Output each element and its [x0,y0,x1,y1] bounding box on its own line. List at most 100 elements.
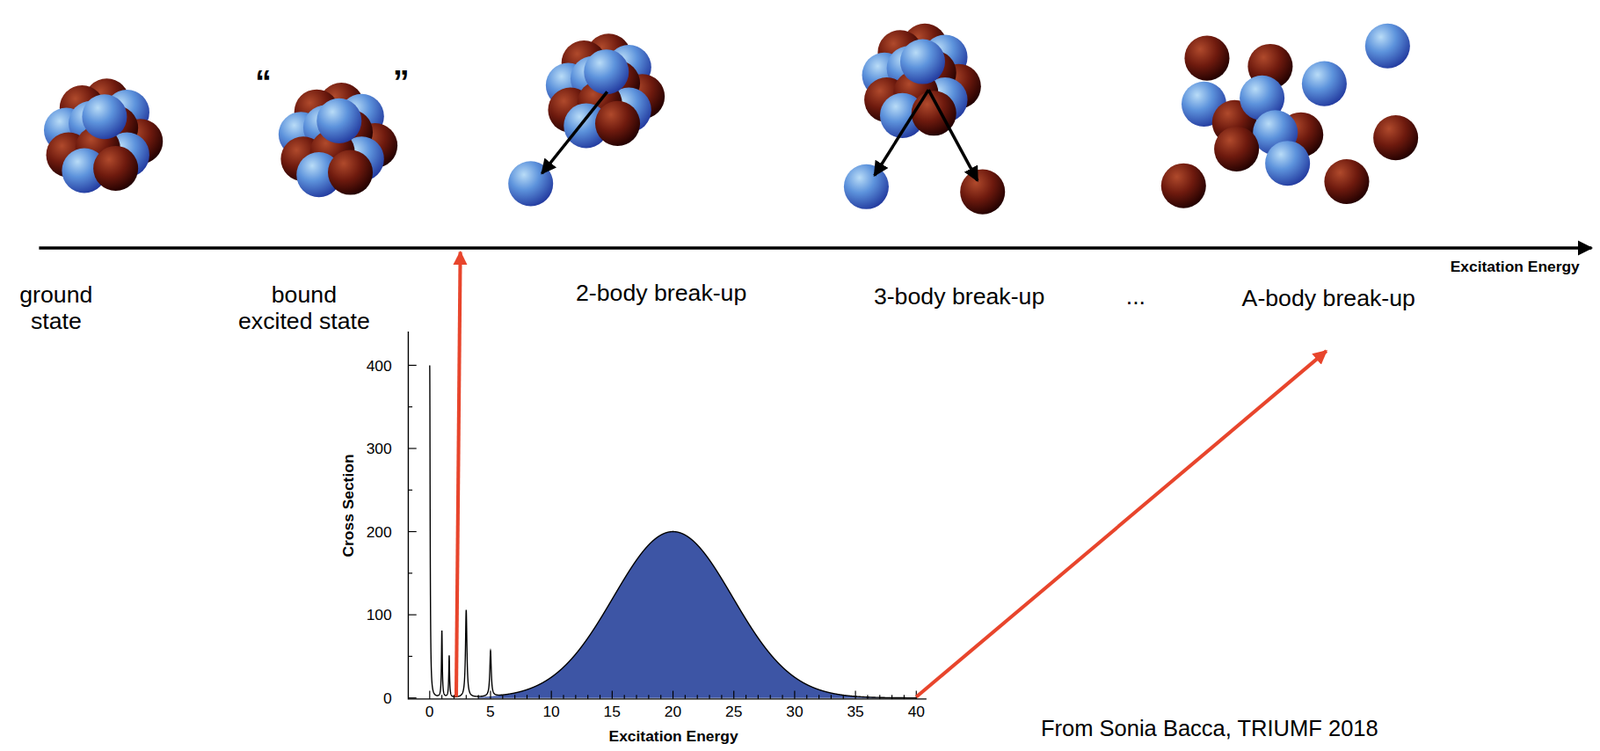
tick [818,694,820,699]
nuclei [43,23,1419,215]
nucleon [583,49,629,95]
nucleon [327,150,373,196]
tick [770,694,771,699]
tick [830,694,832,699]
axis-title: Cross Section [339,453,357,557]
tick [806,694,808,699]
tick [599,694,601,699]
tick [441,694,443,699]
tick [407,697,416,699]
tick [720,694,722,699]
nucleon [1301,61,1347,107]
nucleon [900,39,946,85]
tick-label: 100 [366,605,393,624]
tick-label: 0 [425,702,435,720]
tick [407,489,413,491]
tick [635,694,637,699]
tick [866,694,868,699]
tick [843,694,844,699]
stage-label: ground state [7,281,105,335]
nucleon [1161,163,1207,209]
tick [407,364,416,366]
tick-label: 30 [785,702,803,720]
tick [781,694,783,699]
stage-label: A-body break-up [1242,284,1416,313]
emission-arrow [874,89,929,175]
tick [733,690,735,699]
nucleon [1323,159,1369,204]
tick [891,694,893,699]
tick [903,694,905,699]
spectrum-curve [429,364,917,698]
energy-axis [38,246,1592,249]
nucleon [960,169,1005,215]
tick-label: 20 [664,702,682,720]
tick [407,530,416,532]
tick-label: 15 [603,702,621,720]
tick [660,694,662,699]
tick-label: 40 [908,702,925,720]
tick [407,406,413,408]
red-arrow [916,350,1326,697]
nucleon [316,98,362,144]
tick [587,694,589,699]
tick [684,694,686,699]
tick [465,694,467,699]
nucleon [843,164,889,210]
nucleon [93,145,139,191]
spectrum-chart [407,331,926,699]
tick [429,690,430,699]
tick [501,694,503,699]
tick [855,690,857,699]
tick [708,694,710,699]
axis-title: Excitation Energy [609,727,739,745]
tick [407,447,416,449]
tick-label: 5 [486,702,495,720]
nucleon [1265,140,1310,186]
tick-label: 400 [366,356,393,375]
tick-label: 10 [542,702,560,720]
tick [879,694,880,699]
tick [757,694,759,699]
tick-label: 200 [366,523,393,541]
tick [478,694,480,699]
tick-label: 0 [383,689,393,707]
tick [514,694,516,699]
quote-mark: ” [392,62,410,101]
nucleon [1184,36,1230,81]
resonance-area [478,531,917,699]
tick [611,690,613,699]
tick [745,694,747,699]
nucleon [81,94,127,139]
tick [574,694,576,699]
tick [407,614,416,616]
tick [697,694,699,699]
nucleon [1214,126,1259,172]
tick [407,655,413,657]
tick [538,694,540,699]
tick-label: 35 [846,702,864,720]
tick [647,694,649,699]
tick [793,690,795,699]
tick [526,694,528,699]
tick [551,690,553,699]
chart-frame [407,331,926,699]
nucleon [1365,23,1411,69]
nucleon [1373,115,1419,160]
nucleon [595,101,640,146]
tick [624,694,626,699]
tick [672,690,674,699]
tick [407,572,413,574]
emission-arrow [541,91,607,174]
tick-label: 300 [366,439,393,458]
stage-label: bound excited state [233,281,375,335]
red-arrow [456,252,461,698]
stage-label: 3-body break-up [873,282,1045,310]
ellipsis: ... [1126,282,1146,310]
tick [562,694,564,699]
stage-label: 2-body break-up [575,279,747,307]
tick [453,694,455,699]
emission-arrow [928,89,978,181]
axis-title: Excitation Energy [1450,257,1580,276]
